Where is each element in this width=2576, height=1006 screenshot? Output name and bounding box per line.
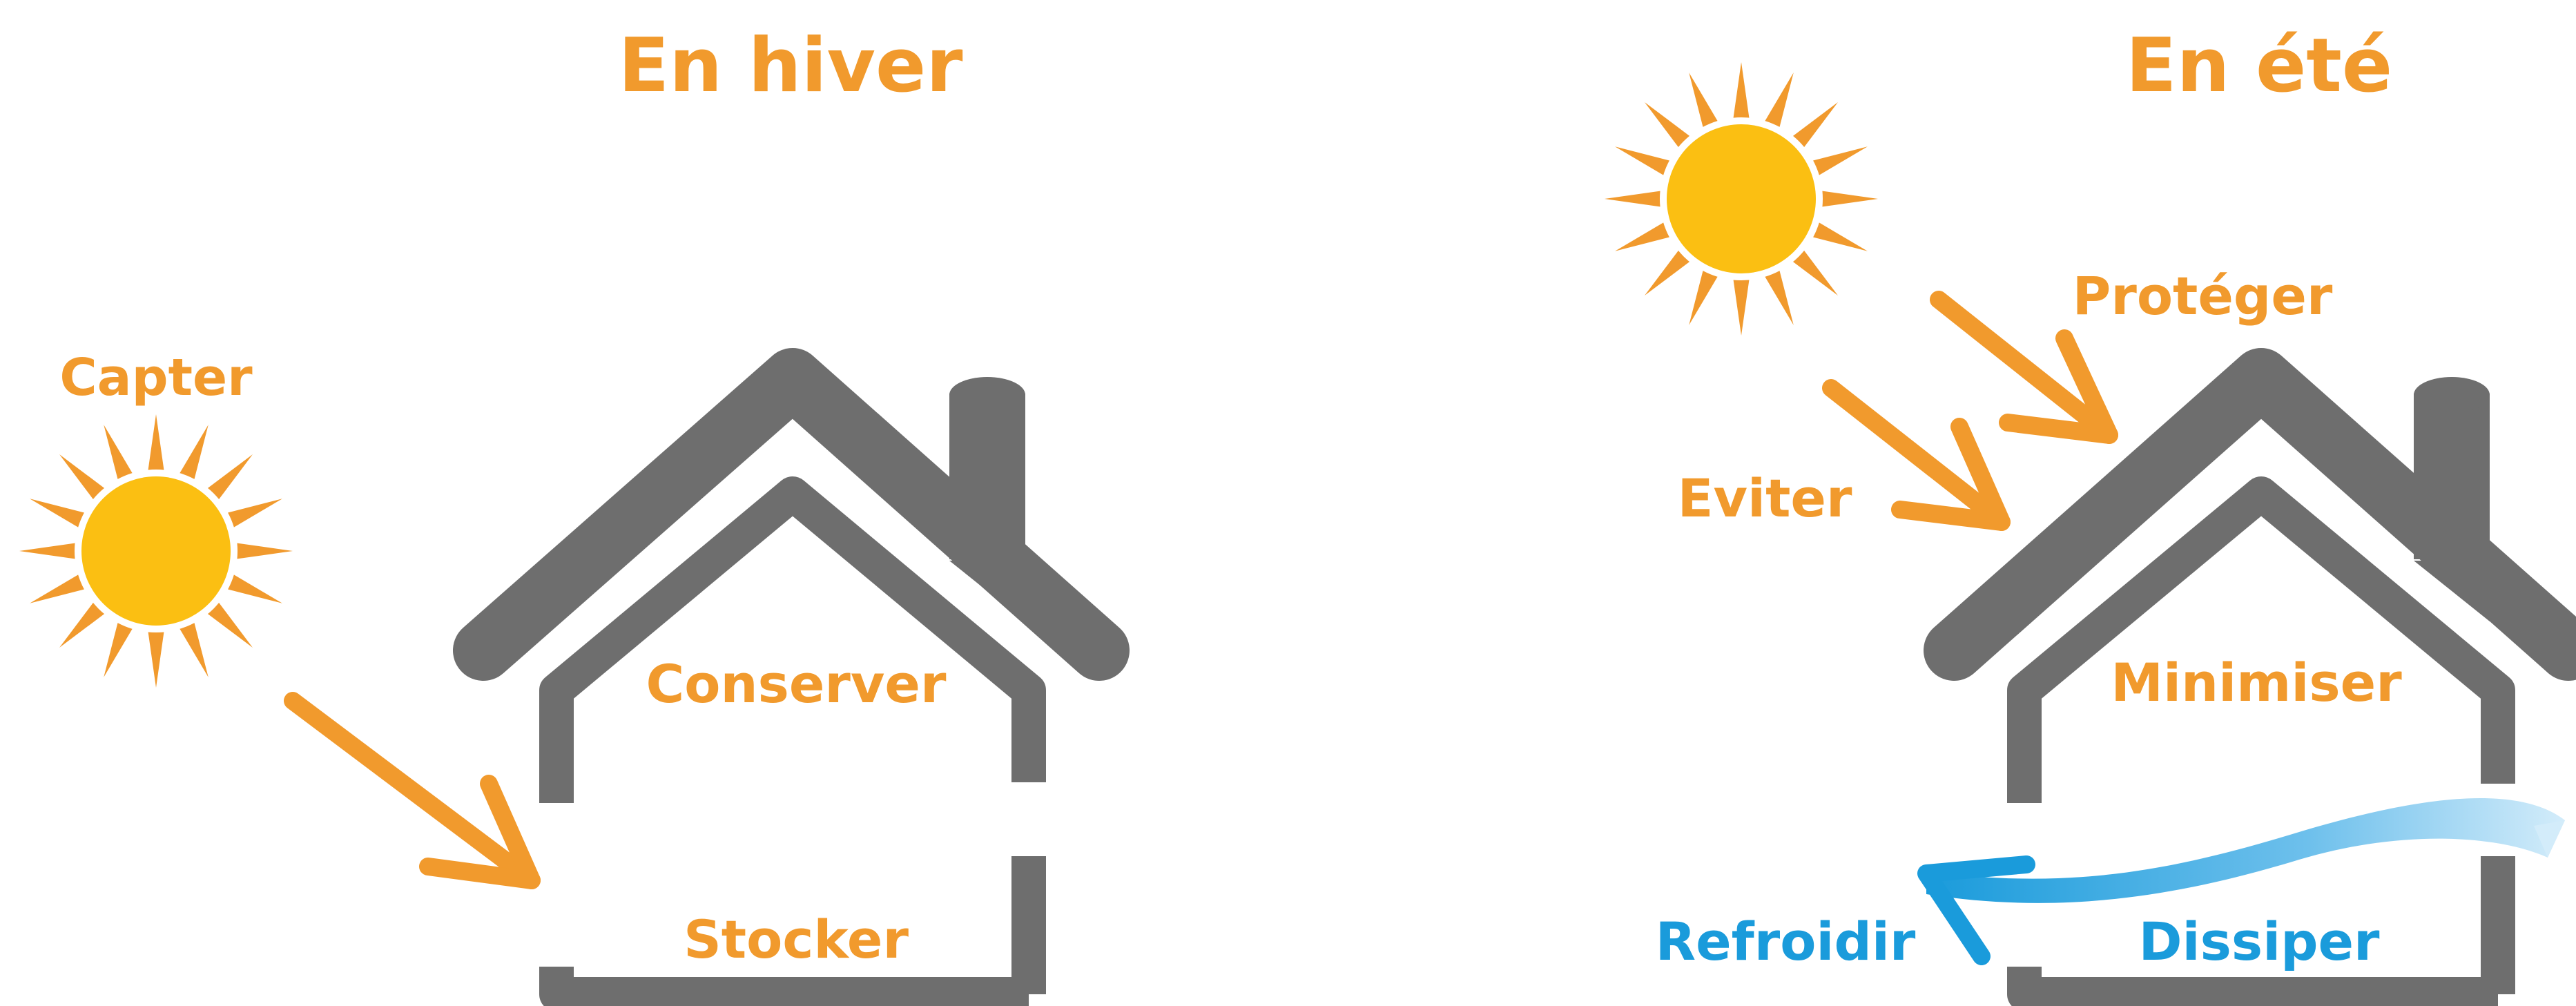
sun-ray bbox=[204, 599, 253, 648]
sun-ray bbox=[30, 572, 88, 603]
sun-ray bbox=[1644, 101, 1693, 151]
sun-icon bbox=[19, 414, 293, 688]
sun-ray bbox=[147, 414, 165, 474]
winter-title: En hiver bbox=[618, 23, 962, 109]
airflow-icon bbox=[1917, 797, 2565, 965]
sun-ray bbox=[147, 628, 165, 688]
sun-ray bbox=[1763, 267, 1794, 325]
sun-ray bbox=[1809, 220, 1868, 251]
arrow-icon bbox=[1930, 291, 2118, 444]
sun-ray bbox=[1689, 267, 1720, 325]
sun-ray bbox=[177, 425, 209, 483]
sun-ray bbox=[30, 499, 88, 530]
label-proteger: Protéger bbox=[2073, 265, 2333, 327]
sun-ray bbox=[204, 454, 253, 503]
label-eviter: Eviter bbox=[1678, 467, 1852, 529]
sun-ray bbox=[1644, 247, 1693, 296]
summer-title: En été bbox=[2126, 23, 2392, 109]
sun-ray bbox=[1615, 220, 1674, 251]
sun-core bbox=[1667, 124, 1816, 273]
sun-ray bbox=[59, 454, 108, 503]
sun-icon bbox=[1605, 62, 1878, 336]
label-stocker: Stocker bbox=[684, 909, 909, 970]
sun-ray bbox=[1605, 190, 1665, 208]
panel-summer: En été Protéger Eviter Minimiser bbox=[1605, 23, 2576, 1006]
sun-ray bbox=[1732, 62, 1750, 122]
sun-ray bbox=[104, 425, 135, 483]
label-refroidir: Refroidir bbox=[1656, 911, 1916, 972]
sun-ray bbox=[59, 599, 108, 648]
label-dissiper: Dissiper bbox=[2138, 911, 2380, 972]
sun-ray bbox=[1790, 247, 1839, 296]
arrow-icon bbox=[284, 692, 541, 889]
sun-ray bbox=[1615, 146, 1674, 177]
sun-ray bbox=[224, 572, 282, 603]
sun-ray bbox=[233, 542, 293, 560]
sun-ray bbox=[1763, 72, 1794, 131]
sun-ray bbox=[1732, 275, 1750, 336]
panel-winter: En hiver Capter Conserver St bbox=[19, 23, 1130, 1006]
sun-ray bbox=[19, 542, 79, 560]
label-capter: Capter bbox=[59, 348, 253, 407]
house-icon bbox=[1924, 348, 2576, 1006]
label-conserver: Conserver bbox=[646, 653, 947, 715]
sun-ray bbox=[177, 619, 209, 677]
sun-ray bbox=[1809, 146, 1868, 177]
sun-ray bbox=[1818, 190, 1878, 208]
sun-rays bbox=[1605, 62, 1878, 336]
label-minimiser: Minimiser bbox=[2111, 652, 2402, 713]
sun-rays bbox=[19, 414, 293, 688]
sun-ray bbox=[1689, 72, 1720, 131]
sun-ray bbox=[104, 619, 135, 677]
arrow-icon bbox=[1822, 379, 2011, 531]
sun-ray bbox=[1790, 101, 1839, 151]
sun-core bbox=[81, 476, 231, 626]
house-icon bbox=[453, 348, 1130, 1006]
sun-ray bbox=[224, 499, 282, 530]
